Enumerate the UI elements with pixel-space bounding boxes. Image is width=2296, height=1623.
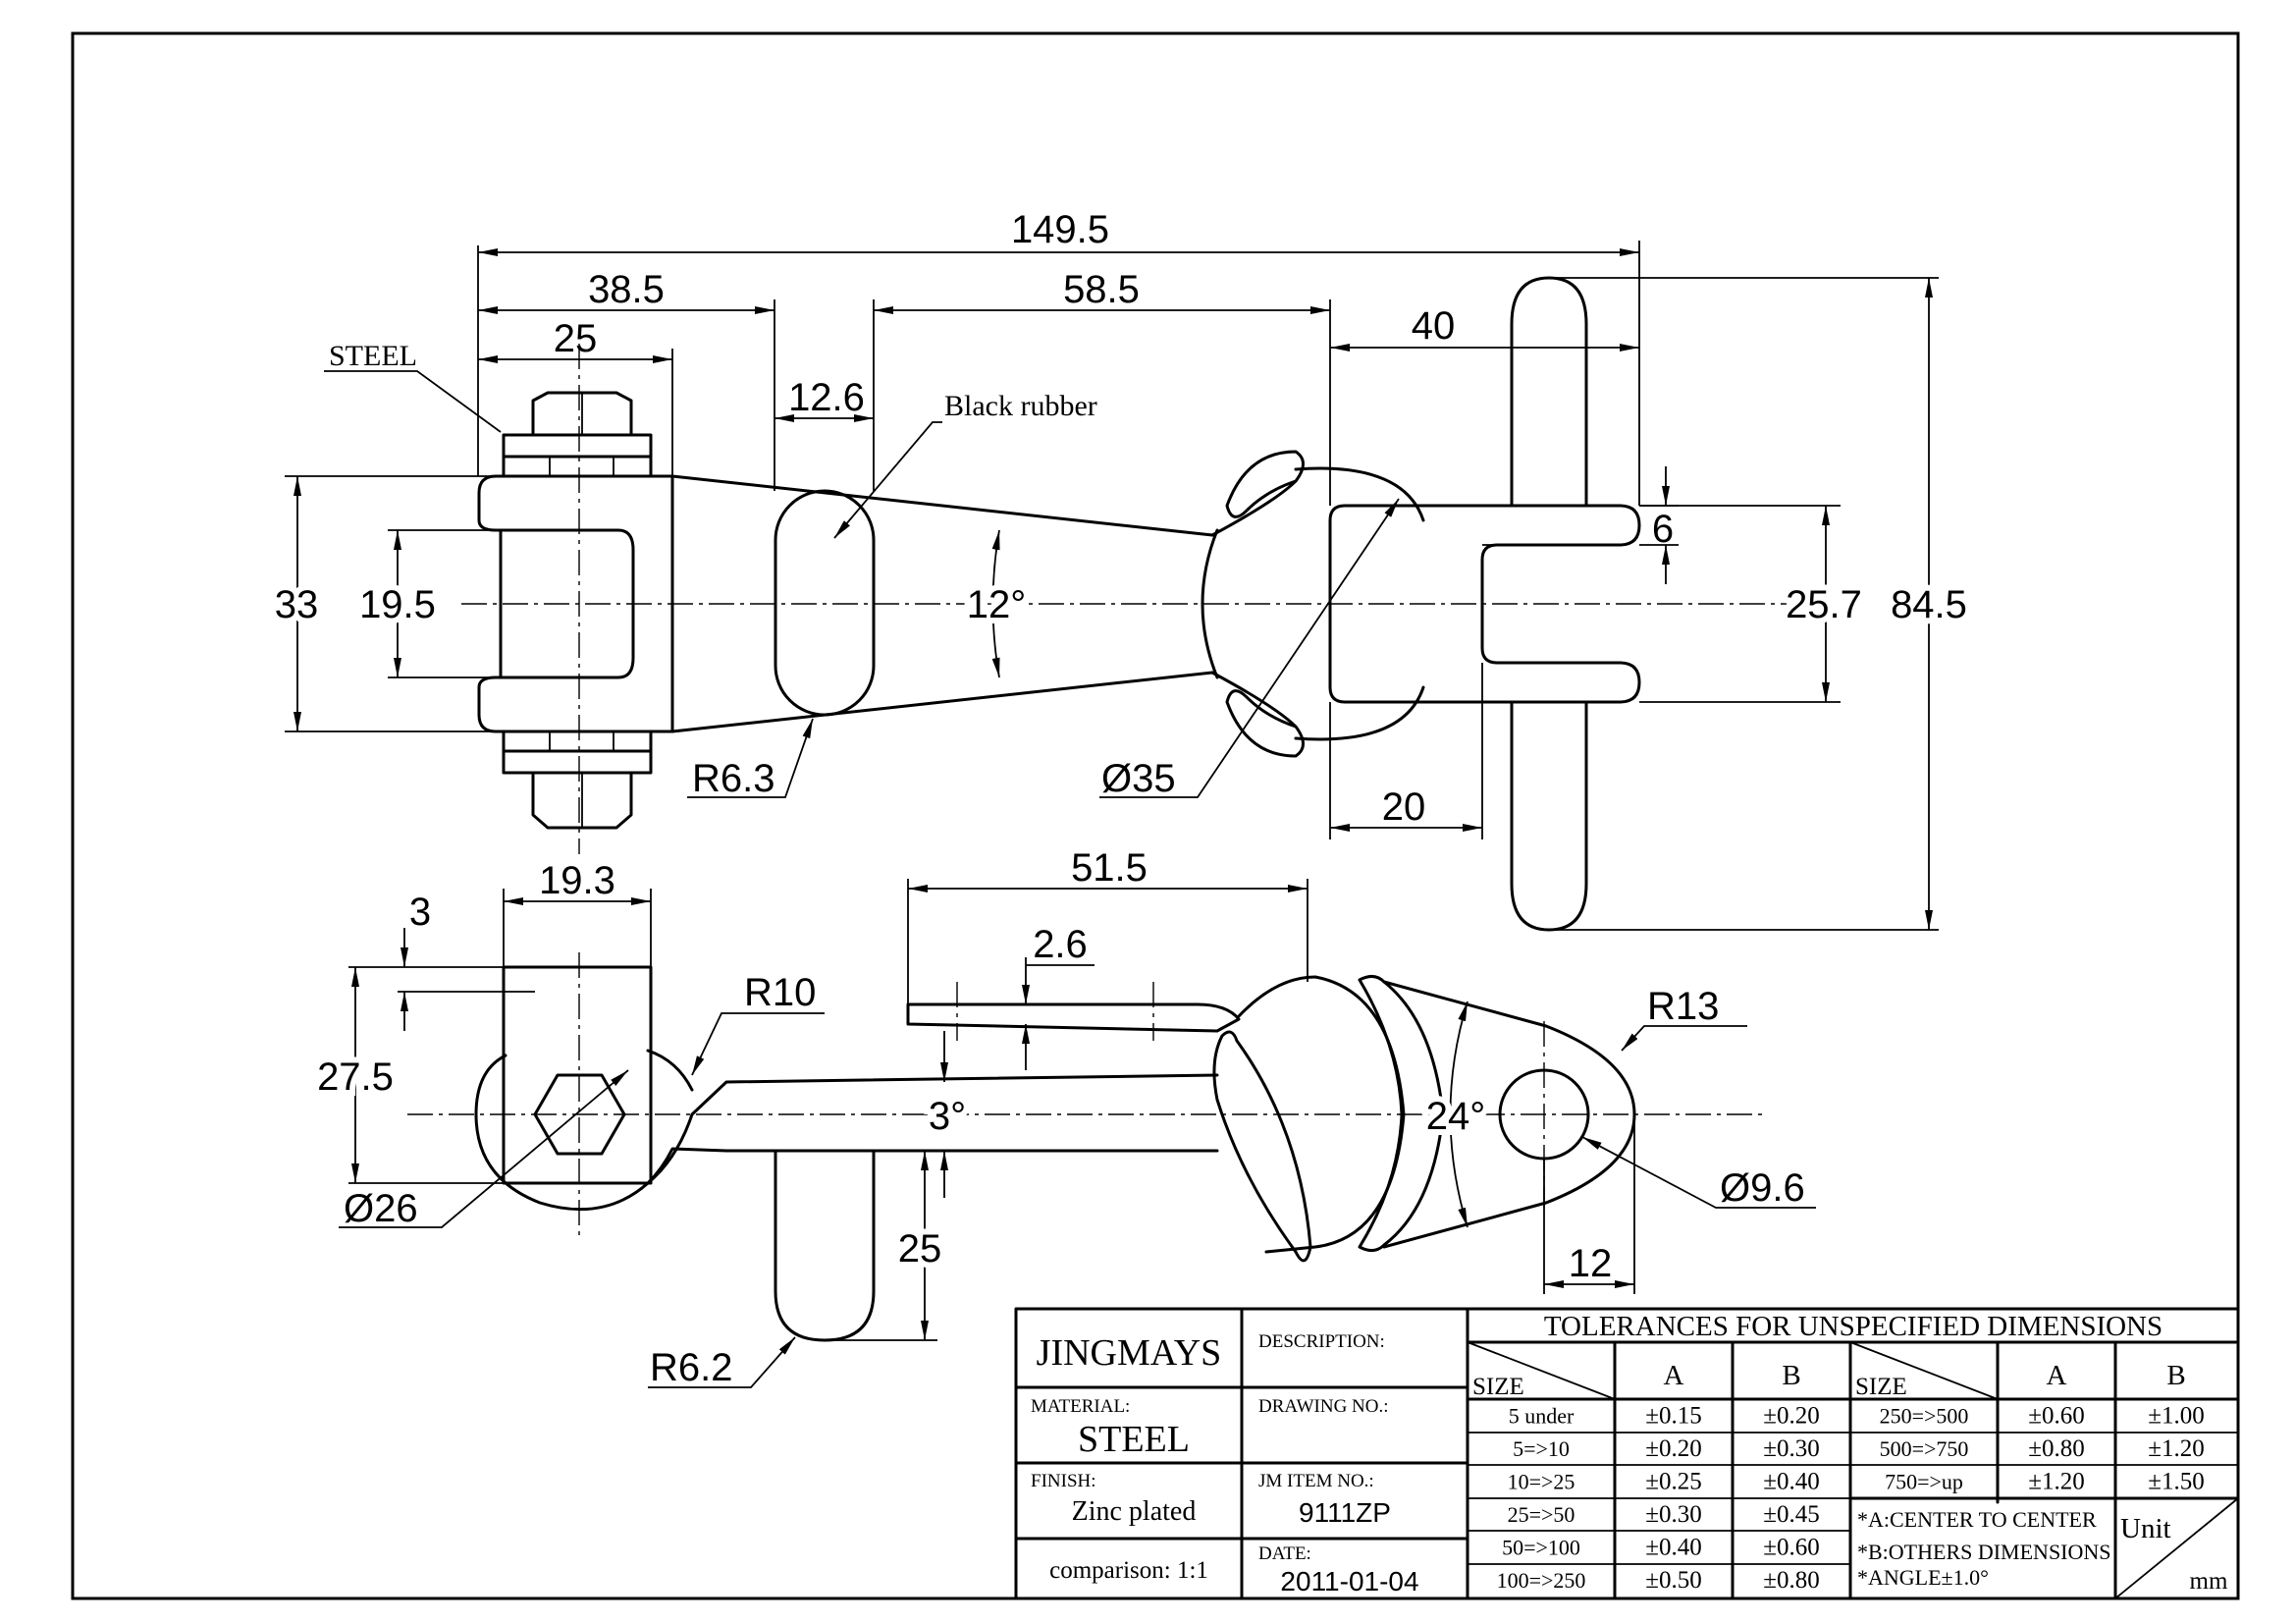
tolerance-b-cell: ±0.60 — [1763, 1535, 1819, 1561]
col-b-left: B — [1782, 1360, 1800, 1391]
material-value: STEEL — [1078, 1419, 1190, 1460]
col-a-right: A — [2047, 1360, 2067, 1391]
top-view-dimensions: 149.5 38.5 58.5 25 40 12.6 33 19.5 12° 6 — [269, 208, 1973, 931]
note-angle: *ANGLE±1.0° — [1857, 1565, 1989, 1590]
dim-24-deg: 24° — [1426, 1095, 1486, 1138]
material-label: MATERIAL: — [1031, 1396, 1130, 1417]
tolerance-b-cell: ±1.50 — [2148, 1469, 2204, 1495]
tolerance-b-cell: ±0.40 — [1763, 1469, 1819, 1495]
drawing-no-label: DRAWING NO.: — [1258, 1396, 1389, 1417]
dim-dia-26: Ø26 — [344, 1187, 418, 1230]
tolerance-a-cell: ±0.20 — [1645, 1435, 1701, 1462]
comparison-scale: comparison: 1:1 — [1049, 1557, 1208, 1584]
dim-38-5: 38.5 — [588, 268, 665, 311]
dim-2-6: 2.6 — [1033, 923, 1088, 966]
dim-3-deg: 3° — [929, 1095, 966, 1138]
tolerance-size-cell: 250=>500 — [1880, 1404, 1969, 1429]
dim-12-deg: 12° — [967, 583, 1027, 626]
dim-12: 12 — [1569, 1242, 1613, 1285]
tolerance-size-cell: 5=>10 — [1513, 1436, 1570, 1461]
col-a-left: A — [1664, 1360, 1684, 1391]
dim-19-5: 19.5 — [359, 583, 436, 626]
tolerance-a-cell: ±0.25 — [1645, 1469, 1701, 1495]
size-label-right: SIZE — [1855, 1374, 1907, 1400]
tolerance-title: TOLERANCES FOR UNSPECIFIED DIMENSIONS — [1544, 1311, 2163, 1342]
tolerance-size-cell: 5 under — [1509, 1404, 1575, 1429]
dim-r6-3: R6.3 — [692, 757, 775, 800]
dim-20: 20 — [1382, 785, 1426, 829]
tolerance-a-cell: ±0.80 — [2028, 1435, 2084, 1462]
tolerance-size-cell: 100=>250 — [1497, 1568, 1586, 1593]
dim-3: 3 — [409, 891, 431, 934]
tolerance-table: TOLERANCES FOR UNSPECIFIED DIMENSIONS SI… — [1466, 1311, 2240, 1600]
dim-6: 6 — [1652, 508, 1674, 551]
tolerance-size-cell: 25=>50 — [1508, 1502, 1575, 1527]
dim-27-5: 27.5 — [317, 1055, 394, 1099]
dim-overall-length: 149.5 — [1011, 208, 1109, 251]
tolerance-b-cell: ±0.45 — [1763, 1501, 1819, 1528]
tolerance-size-cell: 50=>100 — [1502, 1536, 1580, 1560]
date-value: 2011-01-04 — [1280, 1566, 1418, 1596]
top-view — [461, 276, 1787, 932]
description-label: DESCRIPTION: — [1258, 1331, 1385, 1352]
dim-25-top: 25 — [554, 317, 598, 360]
tolerance-size-cell: 750=>up — [1885, 1470, 1963, 1494]
note-others-dimensions: *B:OTHERS DIMENSIONS — [1857, 1540, 2111, 1564]
unit-value: mm — [2190, 1568, 2228, 1595]
tolerance-a-cell: ±0.30 — [1645, 1501, 1701, 1528]
dim-58-5: 58.5 — [1063, 268, 1140, 311]
dim-r6-2: R6.2 — [650, 1346, 733, 1389]
company-name: JINGMAYS — [1037, 1332, 1222, 1374]
tolerance-a-cell: ±0.50 — [1645, 1567, 1701, 1594]
dim-19-3: 19.3 — [539, 859, 615, 902]
tolerance-a-cell: ±0.40 — [1645, 1535, 1701, 1561]
dim-dia-9-6: Ø9.6 — [1720, 1166, 1805, 1210]
dim-25-7: 25.7 — [1786, 583, 1862, 626]
tolerance-a-cell: ±1.20 — [2028, 1469, 2084, 1495]
tolerance-size-cell: 10=>25 — [1508, 1470, 1575, 1494]
col-b-right: B — [2166, 1360, 2185, 1391]
note-black-rubber: Black rubber — [944, 390, 1097, 422]
tolerance-b-cell: ±0.30 — [1763, 1435, 1819, 1462]
dim-r10: R10 — [744, 971, 816, 1014]
tolerance-a-cell: ±0.15 — [1645, 1403, 1701, 1430]
tolerance-b-cell: ±0.80 — [1763, 1567, 1819, 1594]
side-view-dimensions: 19.3 3 27.5 Ø26 R10 51.5 2.6 3° — [311, 846, 1816, 1389]
dim-33: 33 — [275, 583, 319, 626]
dim-40: 40 — [1412, 304, 1456, 348]
unit-label: Unit — [2120, 1513, 2171, 1544]
note-steel: STEEL — [329, 340, 417, 372]
title-block: JINGMAYS DESCRIPTION: MATERIAL: STEEL DR… — [1014, 1307, 2240, 1600]
item-no-label: JM ITEM NO.: — [1258, 1471, 1374, 1491]
finish-label: FINISH: — [1031, 1471, 1096, 1491]
tolerance-size-cell: 500=>750 — [1880, 1436, 1969, 1461]
note-center-to-center: *A:CENTER TO CENTER — [1857, 1507, 2097, 1532]
dim-84-5: 84.5 — [1891, 583, 1967, 626]
dim-12-6: 12.6 — [788, 376, 865, 419]
tolerance-b-cell: ±1.00 — [2148, 1403, 2204, 1430]
date-label: DATE: — [1258, 1543, 1311, 1564]
tolerance-b-cell: ±0.20 — [1763, 1403, 1819, 1430]
dim-r13: R13 — [1647, 985, 1719, 1028]
finish-value: Zinc plated — [1072, 1496, 1197, 1527]
size-label-left: SIZE — [1472, 1374, 1524, 1400]
tolerance-a-cell: ±0.60 — [2028, 1403, 2084, 1430]
tolerance-b-cell: ±1.20 — [2148, 1435, 2204, 1462]
dim-51-5: 51.5 — [1071, 846, 1148, 890]
side-view — [407, 952, 1767, 1342]
item-no-value: 9111ZP — [1299, 1497, 1391, 1528]
dim-25-bottom: 25 — [898, 1227, 942, 1271]
dim-dia-35: Ø35 — [1101, 757, 1176, 800]
